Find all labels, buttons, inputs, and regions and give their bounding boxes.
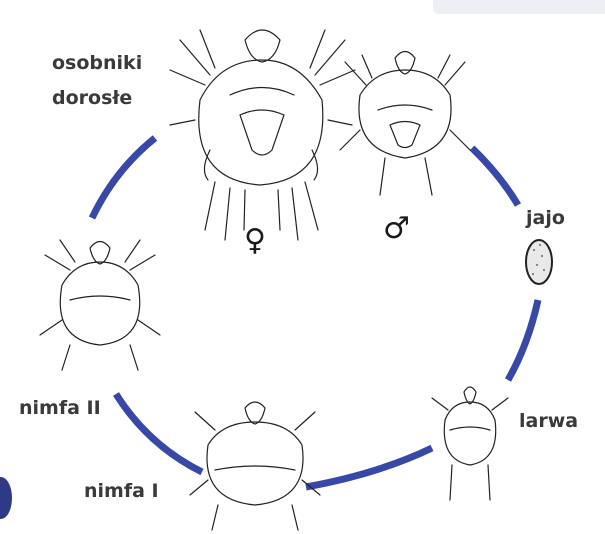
male-symbol: ♂ bbox=[383, 211, 410, 246]
label-larva: larwa bbox=[519, 408, 578, 434]
cycle-arc-larva-to-egg bbox=[508, 300, 538, 380]
nymph-two-mite-icon bbox=[40, 240, 160, 370]
label-nymph-two: nimfa II bbox=[19, 395, 101, 421]
cycle-arc-egg-to-male bbox=[472, 148, 518, 205]
cycle-arc-adults-to-nymph2 bbox=[92, 138, 155, 218]
nymph-one-mite-icon bbox=[190, 402, 320, 530]
adult-male-mite-icon bbox=[340, 52, 470, 196]
adult-female-mite-icon bbox=[170, 30, 355, 240]
label-egg: jajo bbox=[526, 205, 565, 231]
label-adults-line1: osobniki bbox=[52, 50, 142, 76]
cycle-arc-nymph2-to-nymph1 bbox=[116, 394, 202, 472]
cycle-arc-nymph1-to-larva bbox=[306, 448, 432, 487]
larva-mite-icon bbox=[432, 387, 508, 500]
label-nymph-one: nimfa I bbox=[84, 478, 159, 504]
label-adults-line2: dorosłe bbox=[52, 85, 132, 111]
female-symbol: ♀ bbox=[244, 223, 266, 258]
egg-icon bbox=[526, 240, 552, 284]
